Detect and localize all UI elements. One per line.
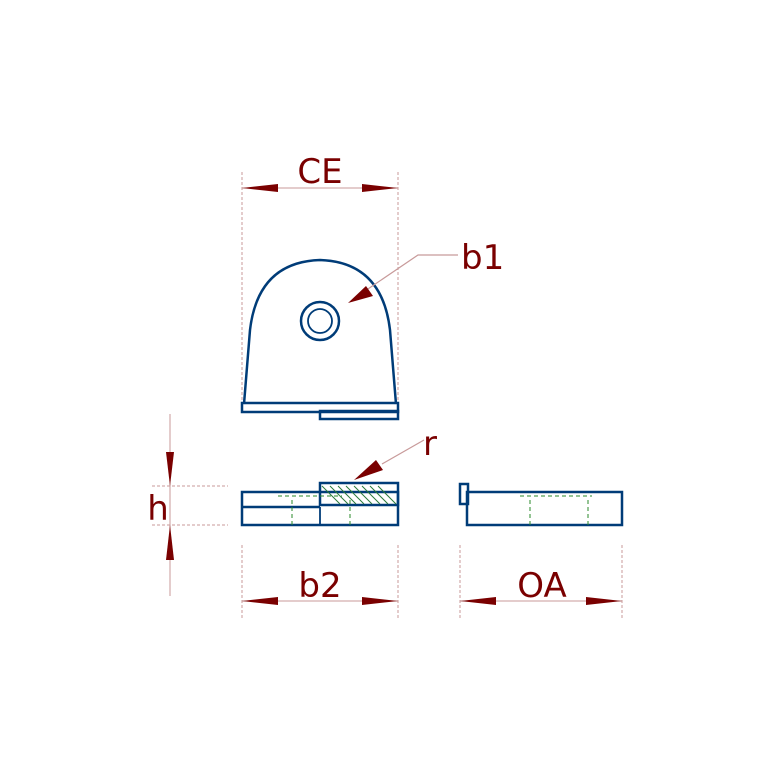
eye-plate-outline <box>242 258 398 405</box>
h-arrow-top <box>166 452 174 486</box>
side-view: OA <box>458 482 624 618</box>
front-view: h r b2 <box>147 414 437 618</box>
side-tab <box>458 482 470 506</box>
r-leader <box>381 439 425 465</box>
b2-label: b2 <box>298 566 341 606</box>
oa-arrow-right <box>586 597 622 605</box>
h-label: h <box>147 489 169 529</box>
oa-arrow-left <box>460 597 496 605</box>
b2-arrow-left <box>242 597 278 605</box>
eye-hole-inner <box>307 308 333 334</box>
ce-arrow-left <box>242 184 278 192</box>
eye-hole-outer <box>299 300 341 342</box>
section-hatch <box>321 485 397 505</box>
front-raised-block <box>318 481 400 507</box>
b2-arrow-right <box>362 597 398 605</box>
r-arrow <box>354 460 383 480</box>
ce-arrow-right <box>362 184 398 192</box>
oa-label: OA <box>517 566 566 606</box>
b1-leader <box>361 254 458 294</box>
ce-label: CE <box>297 152 342 192</box>
base-step <box>318 409 400 421</box>
r-label: r <box>423 424 437 464</box>
top-view: CE b1 <box>240 152 504 421</box>
b1-label: b1 <box>461 238 504 278</box>
b1-arrow <box>348 286 373 303</box>
h-arrow-bottom <box>166 525 174 560</box>
side-body <box>465 490 624 527</box>
